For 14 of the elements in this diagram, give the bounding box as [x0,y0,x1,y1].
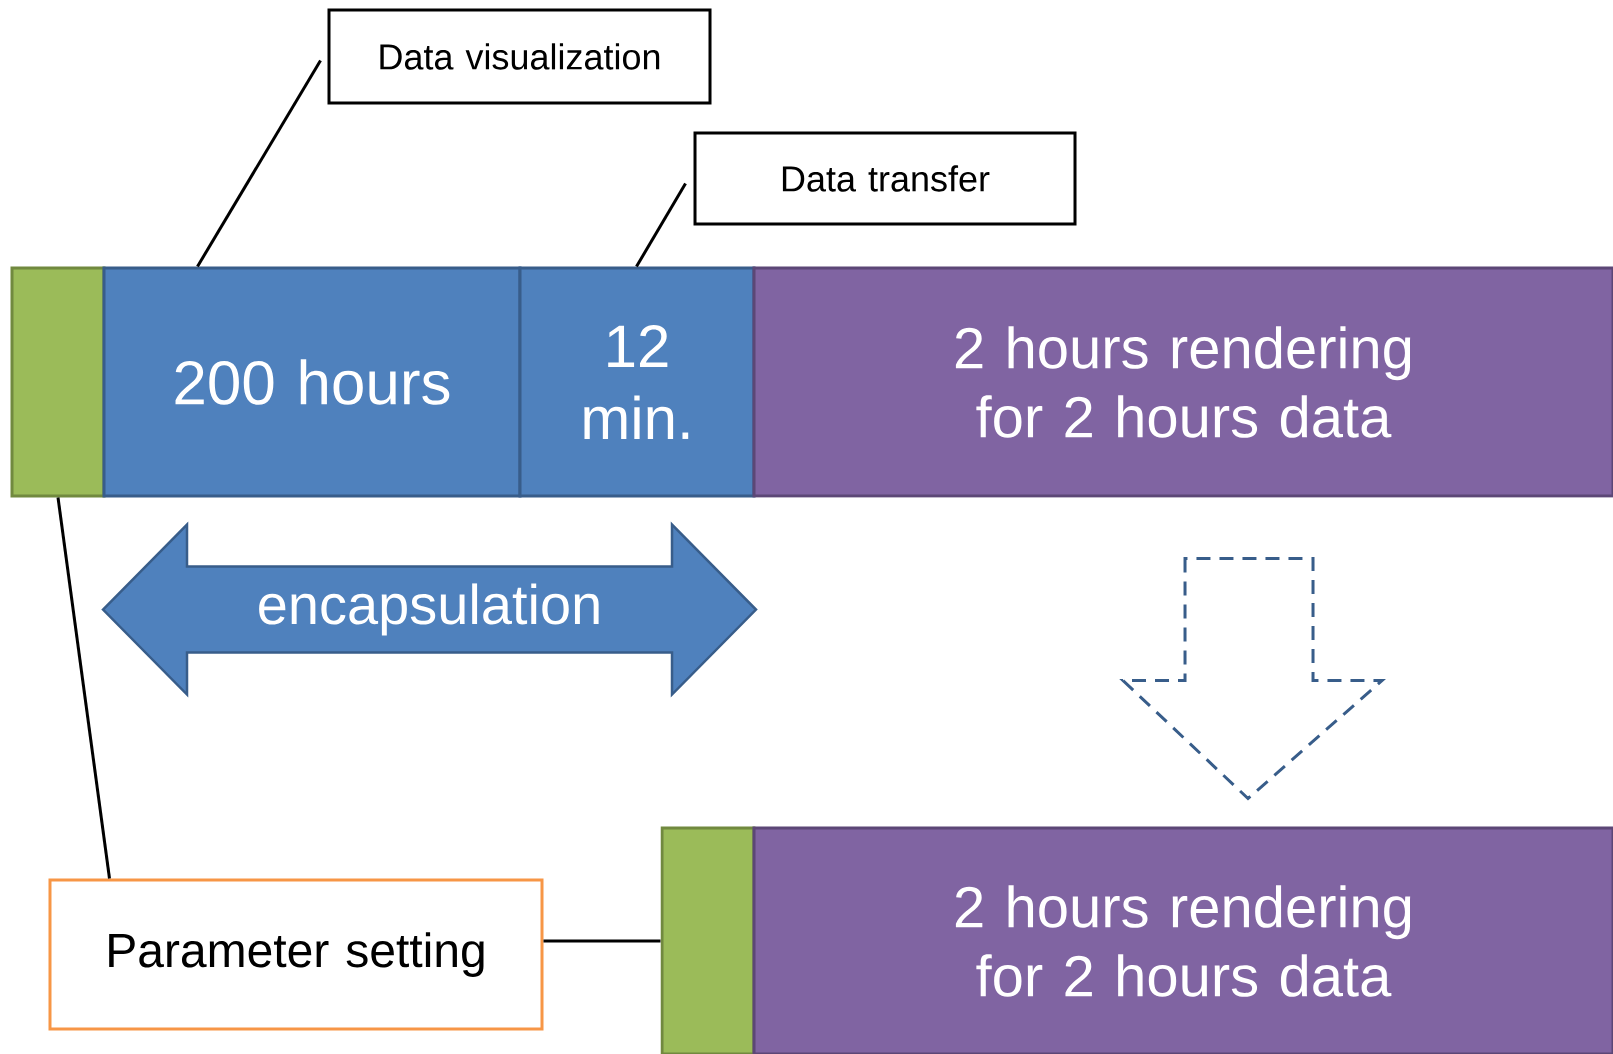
leader-line [543,939,661,943]
leader-line [56,497,111,879]
bar-segment [660,826,756,1054]
label-box: Data visualization [327,8,712,105]
bar-segment: 200 hours [102,266,522,498]
bar-segment: 12 min. [518,266,756,498]
label-box: Data transfer [693,131,1077,226]
leader-line [196,59,322,268]
block-arrow [1119,557,1386,801]
bar-segment [10,266,106,498]
bar-segment: 2 hours rendering for 2 hours data [752,266,1613,498]
label-box: Parameter setting [48,878,544,1031]
bar-segment: 2 hours rendering for 2 hours data [752,826,1613,1054]
leader-line [635,182,687,268]
